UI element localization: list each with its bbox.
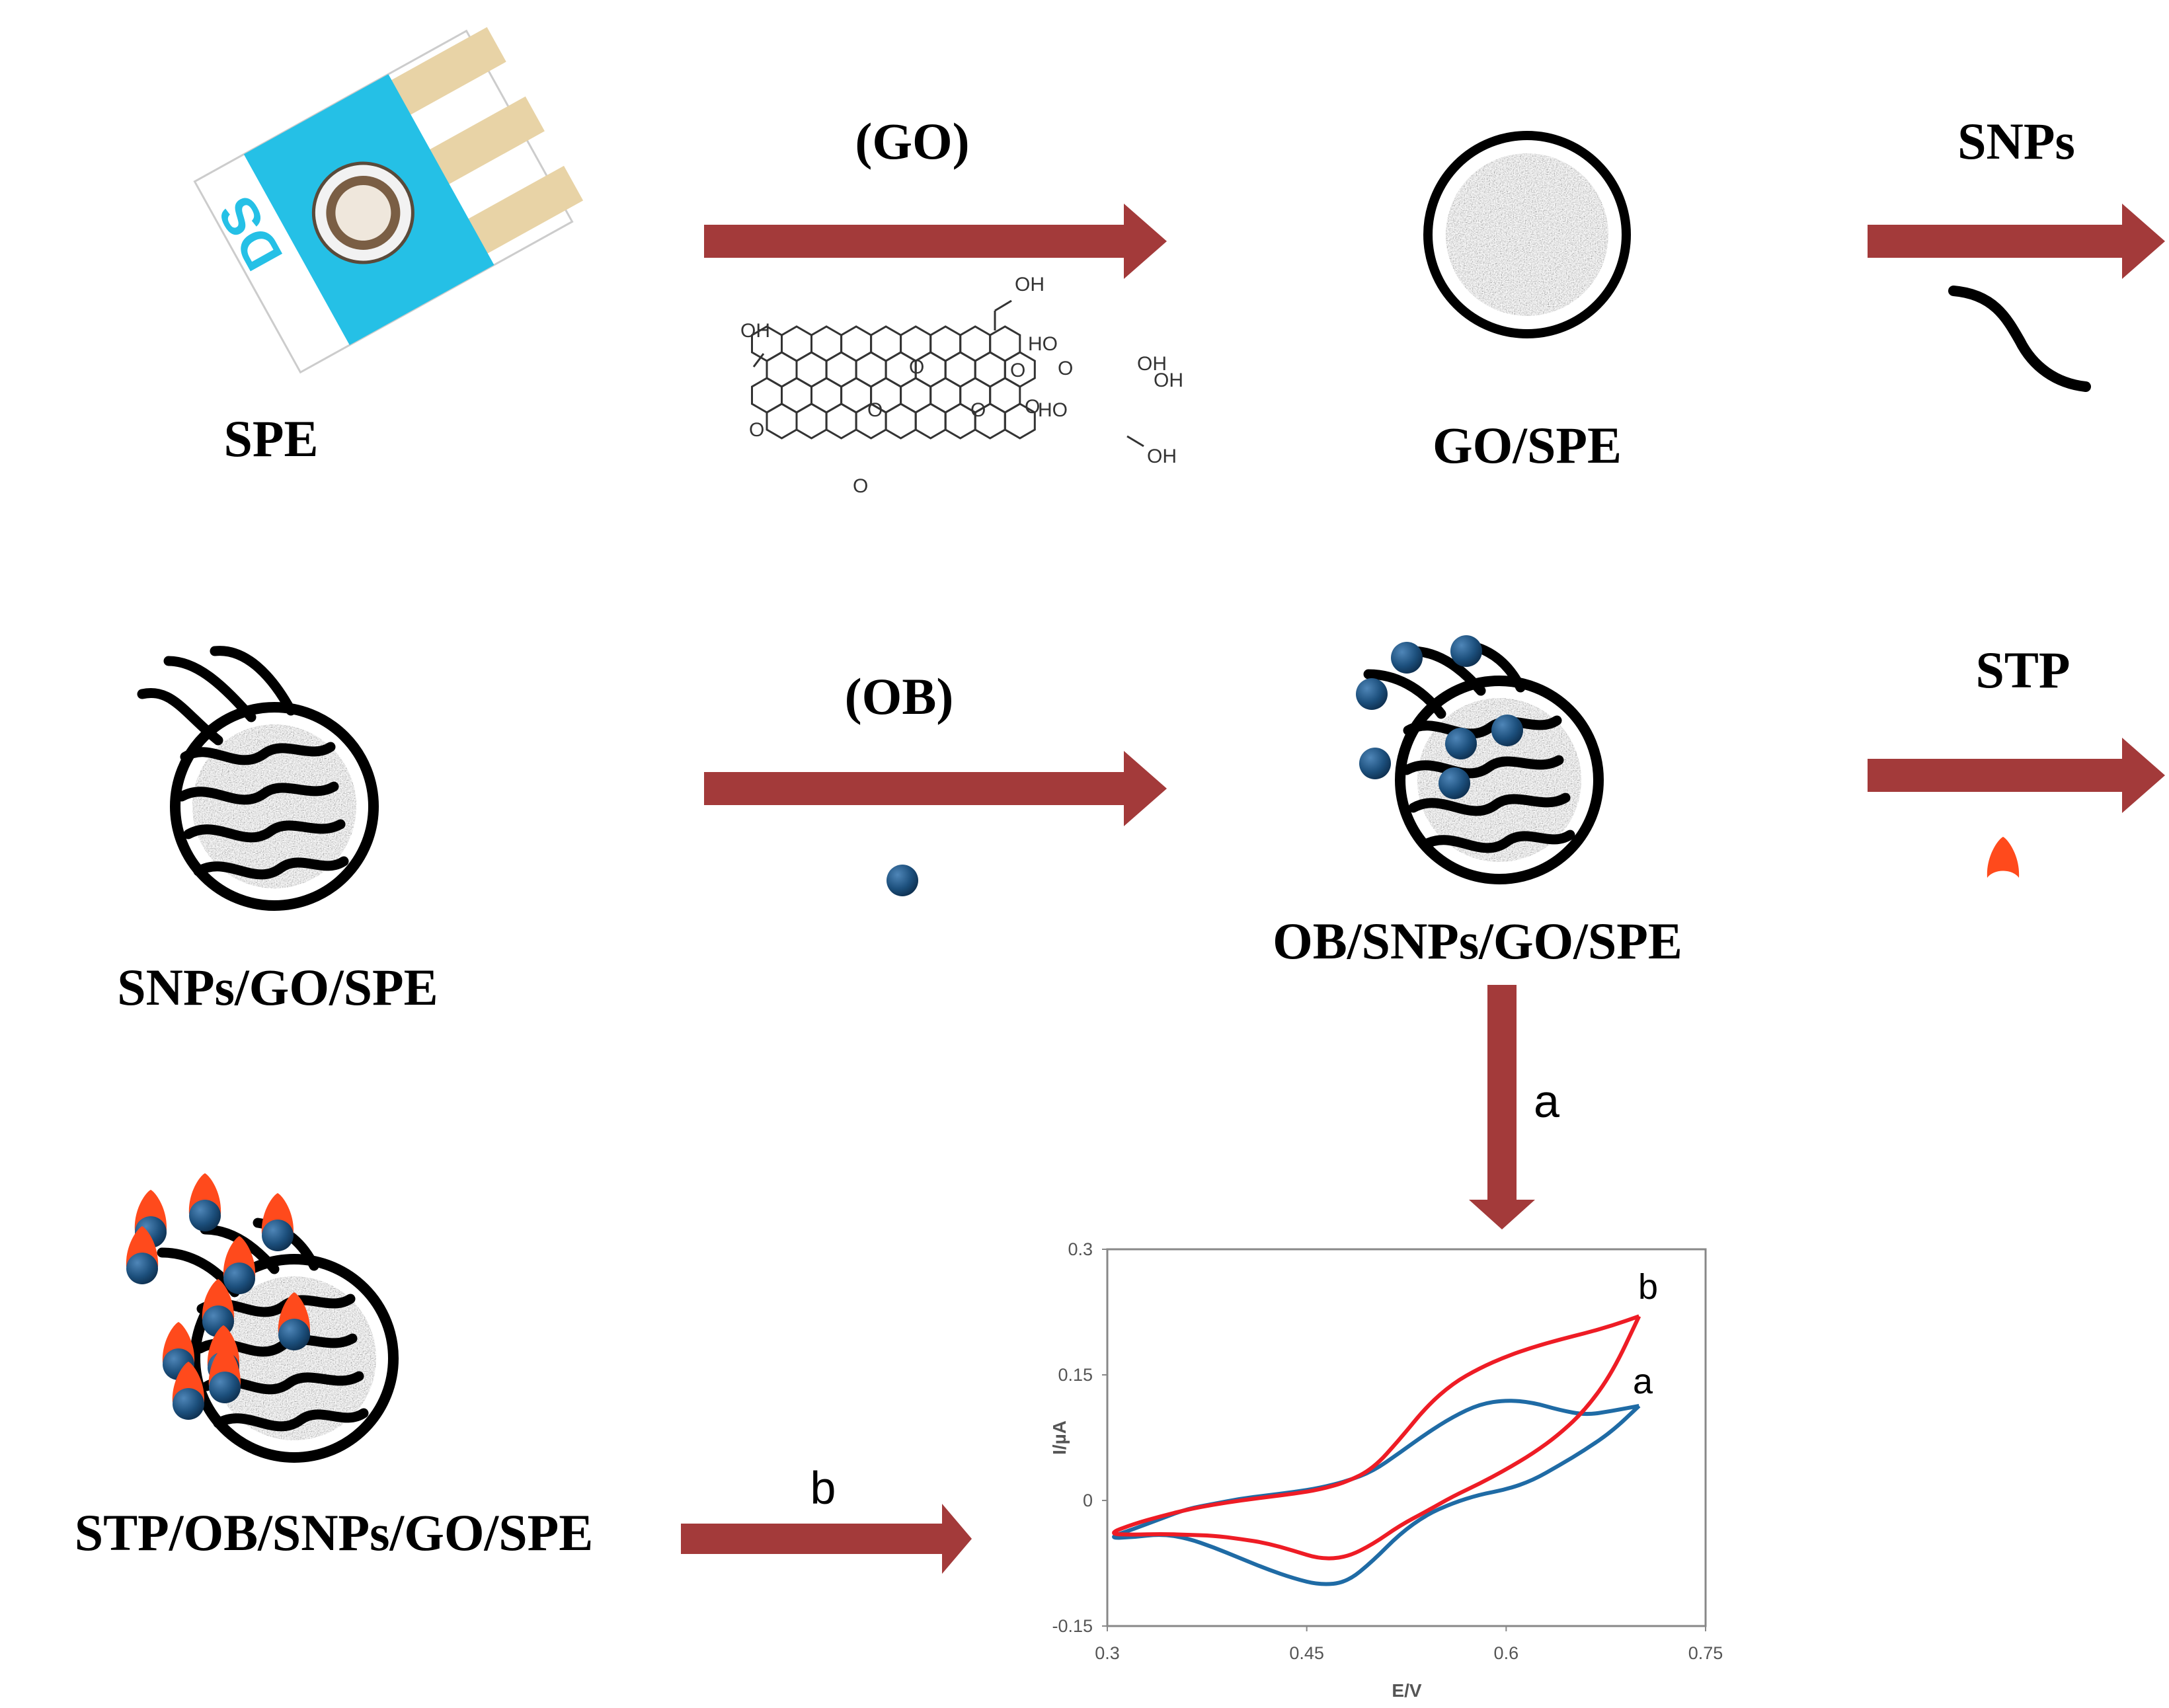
- ob-ball-icon: [262, 1220, 294, 1251]
- stp-cap-icon: [1987, 837, 2020, 878]
- stp-step-label: STP: [1975, 641, 2070, 699]
- ob-ball-icon: [209, 1372, 241, 1403]
- go-functional-group: O: [1025, 396, 1040, 418]
- x-tick-label: 0.3: [1095, 1643, 1120, 1663]
- arrow-go: [704, 204, 1167, 279]
- go-spe-label: GO/SPE: [1433, 416, 1622, 474]
- go-ring: [885, 403, 917, 440]
- go-bond: [994, 299, 1012, 312]
- y-tick-label: -0.15: [1052, 1616, 1093, 1636]
- go-functional-group: O: [749, 419, 764, 441]
- stp-ob-snps-go-spe-electrode-icon: [126, 1173, 399, 1463]
- go-ring: [795, 403, 828, 440]
- x-tick-label: 0.75: [1688, 1643, 1723, 1663]
- go-ring: [914, 403, 947, 440]
- y-tick-label: 0: [1083, 1491, 1093, 1510]
- ob-ball-icon: [887, 865, 918, 896]
- y-tick-label: 0.15: [1058, 1365, 1093, 1385]
- go-ring: [1004, 403, 1036, 440]
- arrow-a-label: a: [1534, 1075, 1559, 1127]
- ob-ball-icon: [173, 1388, 204, 1420]
- snps-go-spe-electrode-icon: [137, 646, 379, 911]
- go-functional-group: O: [853, 475, 868, 497]
- go-functional-group: OH: [1137, 353, 1167, 375]
- snps-go-spe-label: SNPs/GO/SPE: [117, 958, 438, 1016]
- go-bond: [752, 353, 765, 368]
- ob-ball-icon: [189, 1200, 221, 1231]
- ob-ball-icon: [126, 1253, 158, 1284]
- go-functional-group: O: [970, 399, 986, 421]
- arrow-b-label: b: [810, 1462, 836, 1514]
- go-functional-group: O: [909, 356, 924, 378]
- go-step-label: (GO): [855, 112, 969, 170]
- snps-step-label: SNPs: [1957, 112, 2075, 170]
- cv-plot-frame: [1106, 1248, 1707, 1627]
- ob-step-label: (OB): [845, 668, 954, 725]
- go-ring: [825, 403, 857, 440]
- arrow-ob: [704, 751, 1167, 826]
- go-functional-group: HO: [1028, 333, 1058, 355]
- ob-snps-go-spe-electrode-icon: [1356, 635, 1604, 884]
- spe-label: SPE: [223, 410, 318, 467]
- ob-snps-go-spe-label: OB/SNPs/GO/SPE: [1273, 912, 1682, 970]
- arrow-a-down: [1469, 985, 1535, 1229]
- ob-ball-icon: [223, 1262, 255, 1294]
- x-tick-label: 0.45: [1289, 1643, 1324, 1663]
- arrow-snps: [1868, 204, 2165, 279]
- arrow-stp: [1868, 738, 2165, 813]
- go-spe-electrode-icon: [1423, 131, 1631, 338]
- arrow-b: [681, 1504, 972, 1574]
- curve-a-annotation: a: [1633, 1362, 1653, 1401]
- go-functional-group: OH: [1147, 446, 1177, 467]
- go-functional-group: O: [1010, 360, 1025, 381]
- spe-electrode-icon: DS: [193, 26, 584, 374]
- curve-b-annotation: b: [1638, 1267, 1658, 1307]
- go-functional-group: O: [867, 399, 883, 421]
- stp-ob-snps-go-spe-label: STP/OB/SNPs/GO/SPE: [75, 1504, 594, 1561]
- y-tick-label: 0.3: [1068, 1239, 1093, 1259]
- go-functional-group: O: [1058, 358, 1073, 379]
- go-ring: [766, 403, 798, 440]
- cv-x-axis-label: E/V: [1392, 1680, 1421, 1701]
- go-functional-group: HO: [1038, 399, 1068, 421]
- cv-curve-b: [1112, 1314, 1641, 1561]
- go-functional-group: OH: [740, 320, 770, 342]
- go-bond: [1126, 435, 1144, 447]
- ob-ball-icon: [278, 1319, 310, 1350]
- snps-strand-icon: [1948, 286, 2091, 392]
- go-functional-group: OH: [1154, 369, 1183, 391]
- x-tick-label: 0.6: [1494, 1643, 1519, 1663]
- cv-y-axis-label: I/µA: [1049, 1420, 1070, 1455]
- go-functional-group: OH: [1015, 274, 1045, 295]
